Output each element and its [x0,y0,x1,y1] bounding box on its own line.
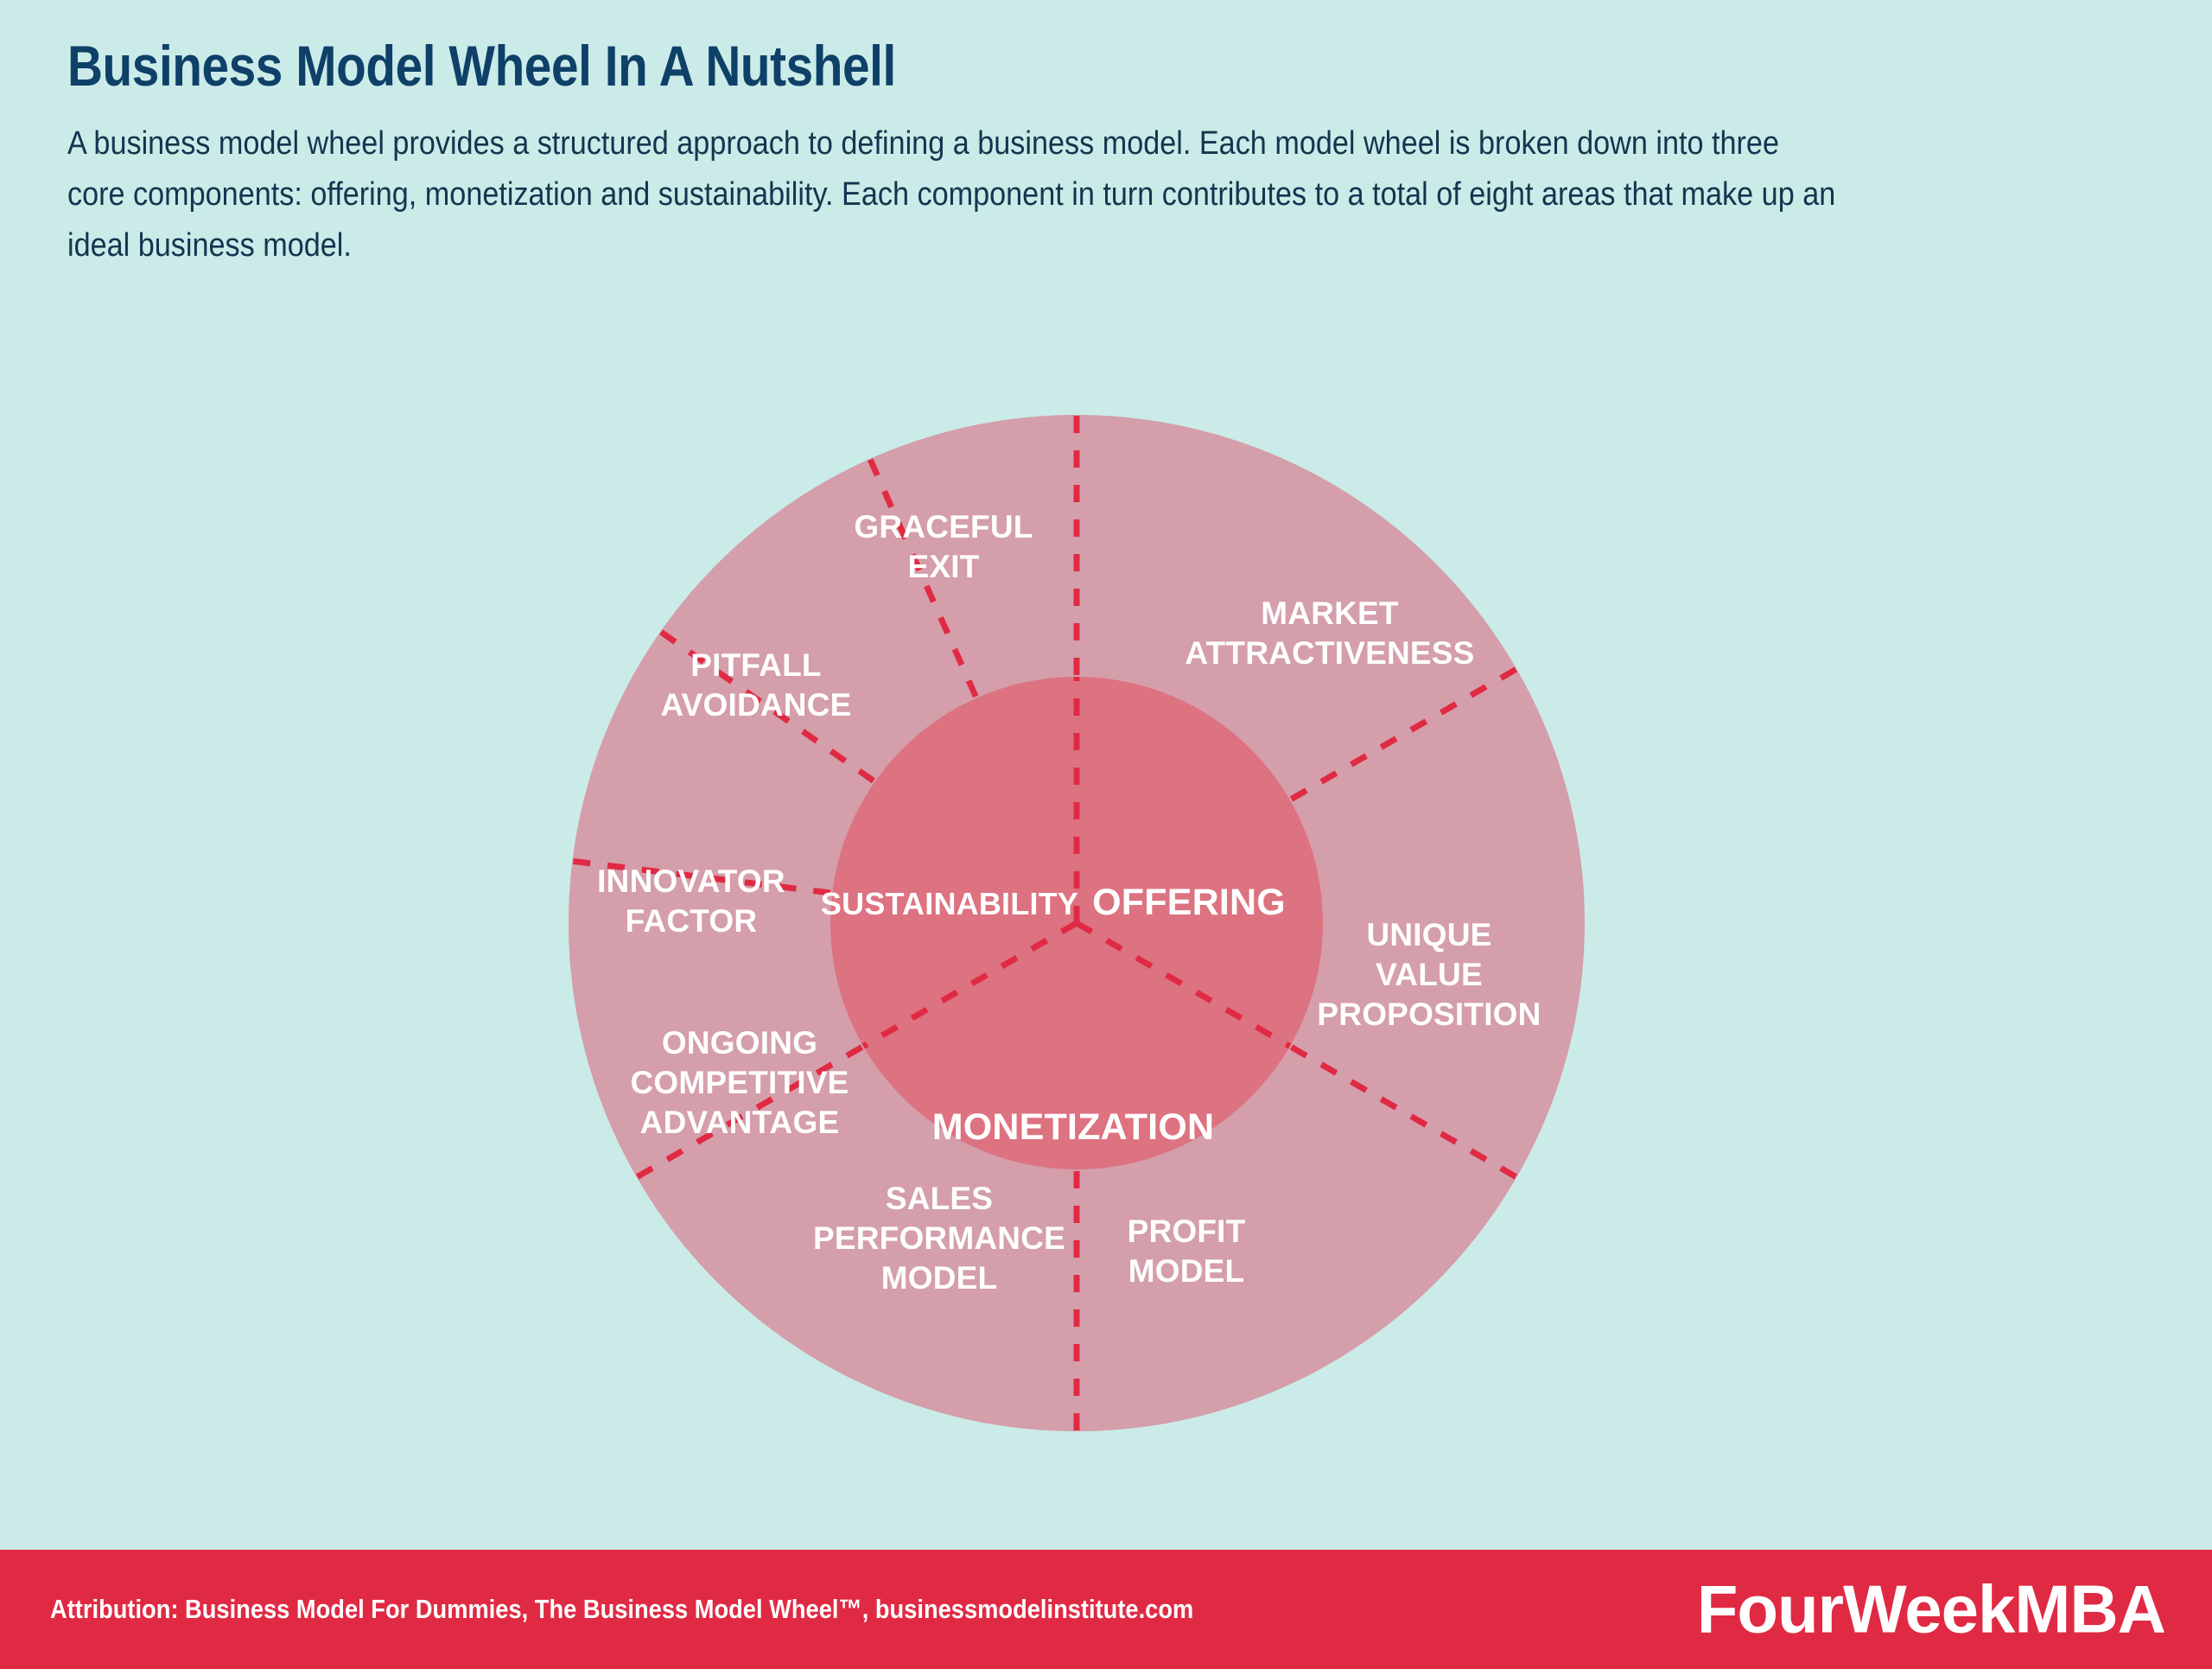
core-component-label: SUSTAINABILITY [821,886,1078,921]
page-subtitle: A business model wheel provides a struct… [67,125,1836,264]
header: Business Model Wheel In A Nutshell A bus… [67,34,2081,271]
ring-divider-line [571,857,831,896]
ring-divider-line [635,1044,864,1181]
core-component-label: OFFERING [1092,882,1286,923]
core-component-labels: OFFERING MONETIZATION SUSTAINABILITY [821,882,1286,1148]
ring-divider-line [867,457,979,698]
brand-logo: FourWeekMBA [1696,1570,2166,1647]
ring-divider-line [1289,1044,1518,1181]
ring-divider-line [1289,666,1518,802]
page-title: Business Model Wheel In A Nutshell [67,34,896,98]
core-component-label: MONETIZATION [932,1106,1214,1148]
ring-divider-line [658,628,875,784]
footer-bar: Attribution: Business Model For Dummies,… [0,1550,2212,1669]
outer-ring-disc [569,415,1585,1431]
wheel-divider-lines [571,415,1518,1431]
core-divider-line [1075,920,1292,1049]
core-divider-line [861,920,1078,1049]
attribution-text: Attribution: Business Model For Dummies,… [50,1594,1194,1624]
inner-core-disc [830,677,1323,1169]
wheel-shapes [569,415,1585,1431]
